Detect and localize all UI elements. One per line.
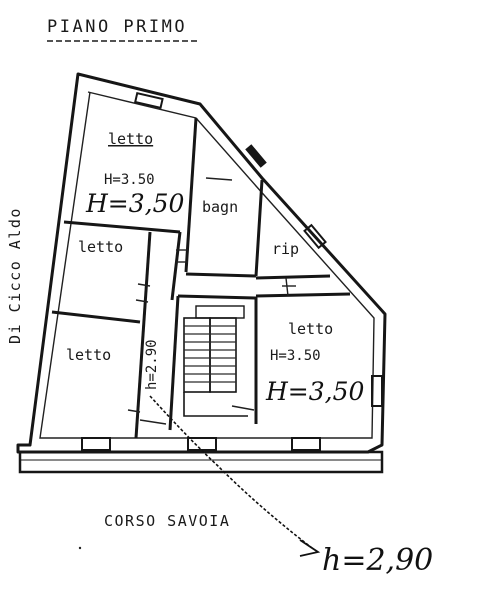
room-label-letto-3: letto [66,346,111,364]
stray-mark [78,546,82,550]
diagonal-window-lower [303,223,327,250]
right-window [371,375,383,407]
room-label-bagno: bagn [202,198,238,216]
room-label-letto-2: letto [78,238,123,256]
room-label-letto-1: letto [108,130,153,148]
diagonal-window-upper [245,144,267,168]
door-marks [127,177,296,425]
leader-line [149,395,313,549]
outer-wall [16,72,387,454]
plan-title: PIANO PRIMO [47,17,187,37]
room-label-letto-4: letto [288,320,333,338]
handwritten-stair-height: h=2,90 [322,543,433,578]
corridor-height-label: h=2.90 [144,339,160,390]
handwritten-height-letto-1: H=3,50 [85,189,185,218]
bottom-windows [81,437,321,451]
interior-walls [51,117,351,439]
street-label-bottom: CORSO SAVOIA [104,512,230,530]
handwritten-height-letto-4: H=3,50 [265,377,365,406]
staircase [183,305,248,417]
room-label-rip: rip [272,240,299,258]
top-window [134,91,164,109]
room-height-letto-4: H=3.50 [270,348,321,364]
sidewalk-band [18,450,384,474]
leader-arrow-icon [299,539,321,557]
room-height-letto-1: H=3.50 [104,172,155,188]
street-label-left: Di Cicco Aldo [6,207,24,344]
